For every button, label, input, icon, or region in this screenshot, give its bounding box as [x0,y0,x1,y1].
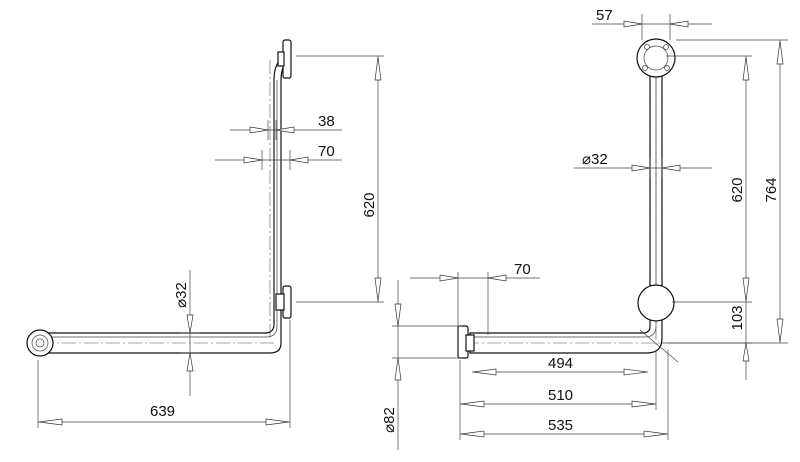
right-dim-dia82-label: ⌀82 [381,407,398,433]
left-dim-70: 70 [215,143,342,170]
left-dim-70-label: 70 [318,143,335,160]
right-dim-dia32-label: ⌀32 [582,151,608,168]
left-view: 620 38 70 ⌀32 [26,39,384,428]
left-grab-bar [40,55,290,354]
right-top-flange [636,38,676,78]
right-corner-flange [637,284,679,363]
right-dim-620: 620 [666,55,752,303]
left-dim-38-label: 38 [318,113,335,130]
right-dim-535-label: 535 [548,417,573,434]
left-lower-flange [275,285,292,319]
right-dim-764-label: 764 [763,177,780,202]
right-end-flange [457,325,475,359]
right-dim-70: 70 [410,261,540,335]
right-dim-dia82: ⌀82 [381,280,462,450]
right-dim-510-label: 510 [548,387,573,404]
left-dim-620-label: 620 [361,192,378,217]
left-dim-dia32: ⌀32 [173,270,200,396]
right-dim-103: 103 [662,302,752,380]
left-dim-dia32-label: ⌀32 [173,282,190,308]
right-dim-510: 510 [460,350,657,410]
right-dim-57: 57 [592,7,712,40]
right-dim-535: 535 [460,350,669,440]
right-view: 57 ⌀32 620 103 [381,7,788,450]
right-dim-70-label: 70 [514,261,531,278]
left-dim-639: 639 [37,320,291,428]
left-end-flange [26,329,54,357]
right-dim-dia32: ⌀32 [574,151,712,178]
left-top-flange [277,39,292,79]
right-grab-bar [465,40,663,354]
left-dim-38: 38 [230,113,342,140]
right-dim-103-label: 103 [729,305,746,330]
right-dim-764: 764 [668,39,788,344]
right-dim-494-label: 494 [548,355,573,372]
left-dim-620: 620 [296,55,384,303]
left-dim-639-label: 639 [150,403,175,420]
right-dim-494: 494 [459,355,648,440]
right-dim-620-label: 620 [729,177,746,202]
right-dim-57-label: 57 [596,7,613,24]
